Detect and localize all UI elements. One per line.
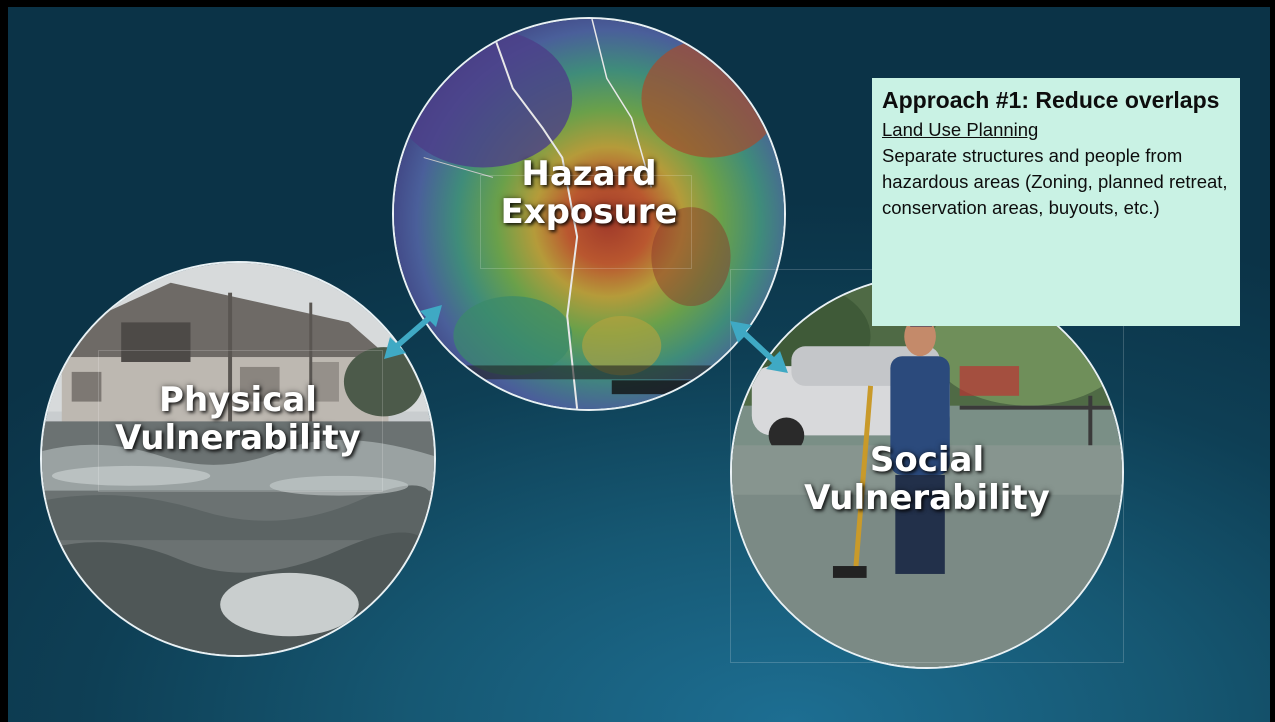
double-arrow-left — [384, 305, 442, 359]
approach-subtitle: Land Use Planning — [882, 119, 1039, 140]
flood-photo — [42, 263, 434, 655]
approach-body: Separate structures and people from haza… — [882, 145, 1228, 218]
approach-title: Approach #1: Reduce overlaps — [882, 87, 1220, 113]
hazard-exposure-label: Hazard Exposure — [500, 154, 678, 232]
physical-vulnerability-circle: Physical Vulnerability — [40, 261, 436, 657]
social-vulnerability-label: Social Vulnerability — [804, 440, 1050, 518]
double-arrow-right — [730, 321, 788, 373]
slide: Physical Vulnerability — [8, 7, 1270, 722]
satellite-image — [394, 19, 784, 409]
approach-info-box: Approach #1: Reduce overlaps Land Use Pl… — [872, 78, 1240, 326]
physical-vulnerability-label: Physical Vulnerability — [115, 380, 361, 458]
hazard-exposure-circle: Hazard Exposure — [392, 17, 786, 411]
